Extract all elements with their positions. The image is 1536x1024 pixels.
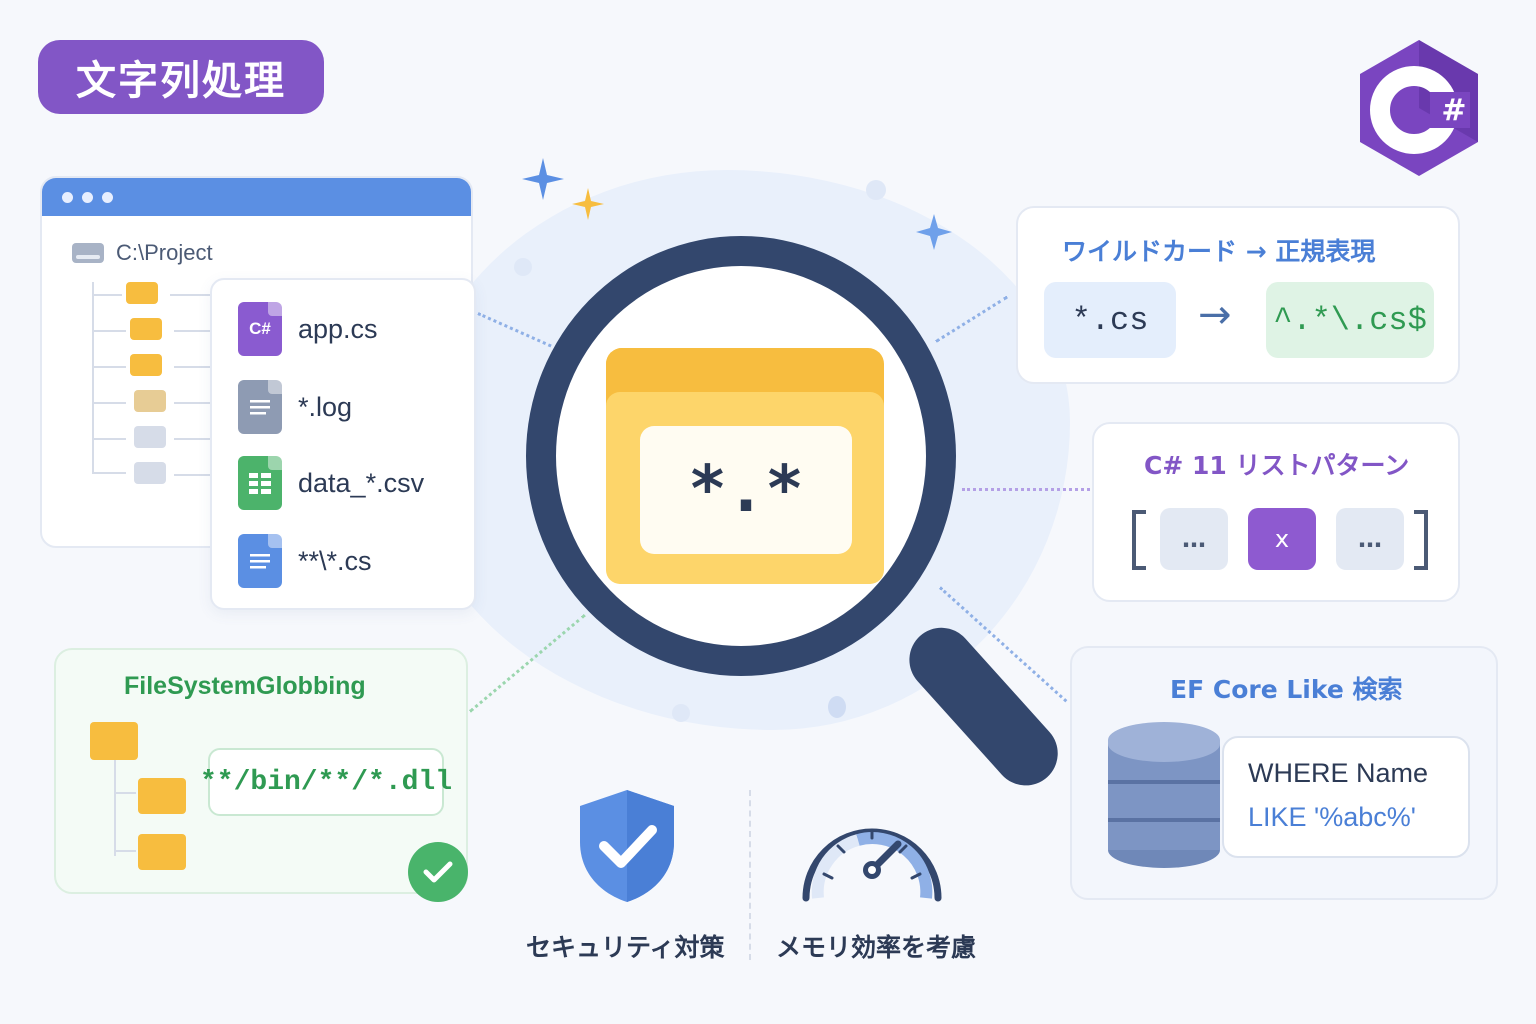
list-element-match: x — [1248, 508, 1316, 570]
file-name: app.cs — [298, 313, 378, 344]
file-item[interactable]: **\*.cs — [238, 534, 372, 588]
gauge-icon — [802, 828, 942, 902]
sql-line: WHERE Name — [1248, 758, 1429, 788]
connector-line — [962, 488, 1090, 491]
security-label: セキュリティ対策 — [526, 933, 725, 962]
list-pattern-card: C# 11 リストパターン … x … — [1092, 422, 1460, 602]
sparkle-icon — [572, 188, 604, 220]
file-name: data_*.csv — [298, 467, 425, 498]
tree-connector — [114, 792, 136, 794]
close-bracket-icon — [1414, 510, 1428, 570]
wildcard-regex-card: ワイルドカード → 正規表現 *.cs → ^.*\.cs$ — [1016, 206, 1460, 384]
tree-connector — [92, 330, 126, 332]
sparkle-icon — [522, 158, 564, 200]
sparkle-icon — [916, 214, 952, 250]
decor-dot — [514, 258, 532, 276]
tree-connector — [92, 282, 94, 472]
sql-query-box: WHERE Name LIKE '%abc%' — [1222, 736, 1470, 858]
regex-pattern: ^.*\.cs$ — [1266, 282, 1434, 358]
wildcard-pattern: *.cs — [1044, 282, 1176, 358]
check-circle-icon — [408, 842, 468, 902]
folder-icon[interactable] — [134, 390, 166, 412]
tree-connector — [174, 438, 210, 440]
csharp-logo-icon: # — [1360, 40, 1478, 176]
tree-connector — [174, 474, 210, 476]
folder-icon[interactable] — [130, 318, 162, 340]
ef-core-title: EF Core Like 検索 — [1170, 675, 1403, 704]
database-top — [1108, 722, 1220, 762]
database-ring — [1108, 780, 1220, 784]
decor-drop — [828, 696, 846, 718]
connector-line — [935, 295, 1009, 343]
list-pattern-title: C# 11 リストパターン — [1144, 451, 1410, 480]
spreadsheet-file-icon — [238, 456, 282, 510]
open-bracket-icon — [1132, 510, 1146, 570]
folder-icon[interactable] — [130, 354, 162, 376]
file-list-panel: C# app.cs *.log data_*.csv **\*.cs — [210, 278, 476, 610]
tree-connector — [92, 438, 126, 440]
tree-connector — [174, 402, 210, 404]
memory-label: メモリ効率を考慮 — [776, 933, 977, 962]
decor-dot — [672, 704, 690, 722]
svg-text:#: # — [1441, 93, 1466, 128]
file-item[interactable]: data_*.csv — [238, 456, 424, 510]
folder-wildcard-label: *.* — [640, 426, 852, 554]
file-name: *.log — [298, 391, 353, 422]
tree-connector — [174, 330, 210, 332]
tree-connector — [114, 850, 136, 852]
folder-icon — [138, 834, 186, 870]
globbing-title: FileSystemGlobbing — [124, 672, 366, 700]
sql-line: LIKE '%abc%' — [1248, 802, 1416, 832]
folder-icon[interactable] — [134, 426, 166, 448]
folder-icon — [90, 722, 138, 760]
title-badge: 文字列処理 — [38, 40, 324, 114]
text-file-icon — [238, 380, 282, 434]
divider — [749, 790, 751, 960]
decor-dot — [866, 180, 886, 200]
tree-connector — [114, 760, 116, 856]
file-name: **\*.cs — [298, 545, 372, 576]
wildcard-card-title: ワイルドカード → 正規表現 — [1062, 237, 1376, 266]
tree-connector — [92, 294, 122, 296]
folder-icon[interactable] — [126, 282, 158, 304]
tree-connector — [170, 294, 210, 296]
magnifier-handle — [896, 614, 1071, 799]
glob-pattern: **/bin/**/*.dll — [200, 748, 452, 816]
list-element: … — [1336, 508, 1404, 570]
tree-connector — [174, 366, 210, 368]
file-item[interactable]: *.log — [238, 380, 352, 434]
connector-line — [469, 613, 586, 713]
file-item[interactable]: C# app.cs — [238, 302, 378, 356]
list-element: … — [1160, 508, 1228, 570]
explorer-titlebar — [42, 178, 471, 216]
path-text: C:\Project — [116, 240, 213, 265]
tree-connector — [92, 472, 126, 474]
path-breadcrumb: C:\Project — [72, 240, 213, 266]
connector-line — [477, 312, 552, 348]
drive-icon — [72, 243, 104, 263]
document-file-icon — [238, 534, 282, 588]
folder-icon[interactable] — [134, 462, 166, 484]
shield-check-icon — [580, 790, 674, 902]
tree-connector — [92, 366, 126, 368]
window-dot-icon[interactable] — [102, 192, 113, 203]
csharp-file-icon: C# — [238, 302, 282, 356]
window-dot-icon[interactable] — [62, 192, 73, 203]
window-dot-icon[interactable] — [82, 192, 93, 203]
tree-connector — [92, 402, 126, 404]
arrow-right-icon: → — [1198, 292, 1232, 338]
database-ring — [1108, 818, 1220, 822]
folder-icon — [138, 778, 186, 814]
